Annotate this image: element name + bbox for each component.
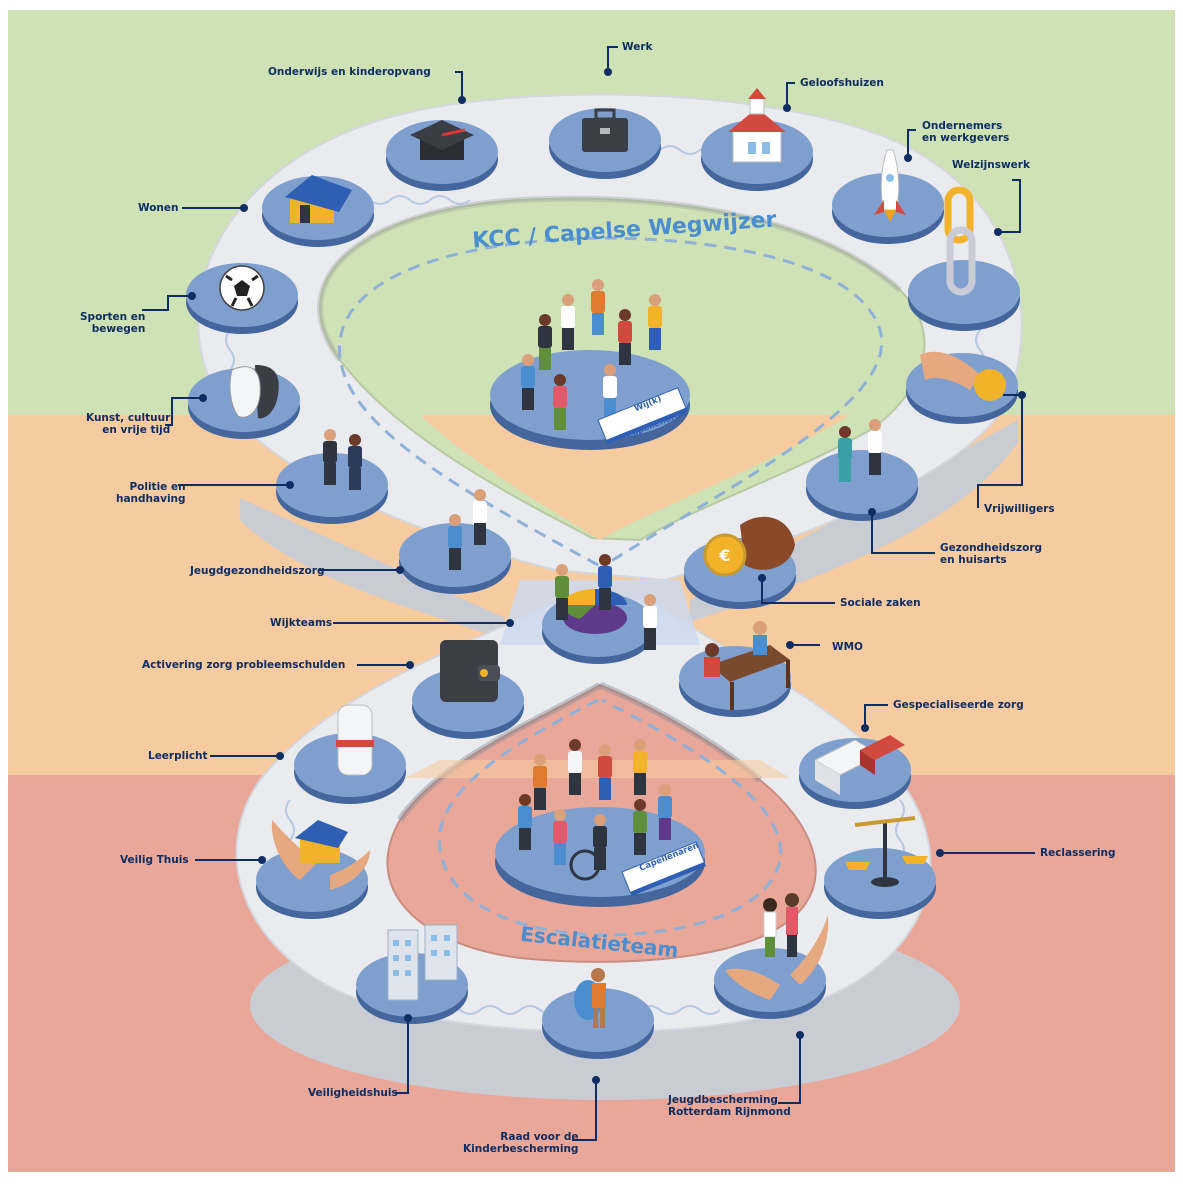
upper-center-sign: [597, 387, 688, 445]
label-ondernemers: Ondernemers en werkgevers: [922, 120, 1010, 144]
person-figure: [555, 564, 569, 620]
label-wonen: Wonen: [138, 202, 179, 214]
meeting-desk-icon: [704, 621, 790, 710]
graduation-cap-icon: [410, 120, 474, 160]
label-wmo: WMO: [832, 641, 863, 653]
person-figure: [618, 309, 632, 365]
person-figure: [553, 374, 567, 430]
puzzle-icon: [813, 735, 905, 795]
label-reclassering: Reclassering: [1040, 847, 1116, 859]
label-kunst: Kunst, cultuur en vrije tijd: [86, 412, 171, 436]
lower-center-sign: [621, 841, 706, 897]
safe-home-hands-icon: [271, 820, 370, 890]
svg-text:€: €: [718, 546, 730, 565]
justice-scales-icon: [845, 816, 928, 887]
label-politie: Politie en handhaving: [116, 481, 186, 505]
label-leerplicht: Leerplicht: [148, 750, 208, 762]
person-figure: [521, 354, 535, 410]
person-figure: [568, 739, 582, 795]
label-gezondheidszorg: Gezondheidszorg en huisarts: [940, 542, 1043, 566]
person-figure: [533, 754, 547, 810]
leader-lines: [142, 46, 1035, 1141]
person-figure: [473, 489, 487, 545]
child-shield-icon: [574, 968, 606, 1028]
person-figure: [838, 426, 852, 482]
label-veiligheidshuis: Veiligheidshuis: [308, 1087, 398, 1099]
label-jeugdgezondheidszorg: Jeugdgezondheidszorg: [190, 565, 325, 577]
label-veilig-thuis: Veilig Thuis: [120, 854, 189, 866]
person-figure: [591, 279, 605, 335]
wheelchair-icon: [569, 849, 601, 881]
diploma-scroll-icon: [336, 704, 374, 776]
label-raad: Raad voor de Kinderbescherming: [463, 1131, 579, 1155]
label-onderwijs: Onderwijs en kinderopvang: [268, 66, 431, 78]
house-icon: [285, 175, 352, 223]
euro-coin-icon: €: [703, 516, 795, 577]
person-figure: [518, 794, 532, 850]
leader-dots: [188, 68, 1026, 1084]
person-figure: [643, 594, 657, 650]
label-wijkteams: Wijkteams: [270, 617, 333, 629]
person-figure: [348, 434, 362, 490]
label-vrijwilligers: Vrijwilligers: [984, 503, 1055, 515]
label-activering: Activering zorg probleemschulden: [142, 659, 346, 671]
label-werk: Werk: [622, 41, 653, 53]
person-figure: [658, 784, 672, 840]
people-figures: [323, 279, 882, 881]
label-sociale-zaken: Sociale zaken: [840, 597, 921, 609]
protection-hands-icon: [725, 893, 829, 1000]
church-icon: [728, 88, 786, 163]
label-welzijnswerk: Welzijnswerk: [952, 159, 1030, 171]
person-figure: [323, 429, 337, 485]
label-sporten: Sporten en bewegen: [80, 311, 146, 335]
disc-gezondheidszorg: [806, 450, 918, 521]
label-geloofshuizen: Geloofshuizen: [800, 77, 884, 89]
dashed-routes: [338, 236, 884, 937]
disc-welzijnswerk: [908, 260, 1020, 331]
wallet-icon: [440, 640, 500, 702]
buildings-icon: [387, 924, 458, 1001]
chain-link-icon: [944, 186, 976, 296]
person-figure: [538, 314, 552, 370]
handshake-icon: [920, 351, 1006, 401]
briefcase-icon: [582, 108, 628, 152]
soccer-ball-icon: [219, 265, 265, 311]
person-figure: [633, 739, 647, 795]
person-figure: [553, 809, 567, 865]
pie-chart-icon: [563, 589, 627, 634]
person-figure: [648, 294, 662, 350]
person-figure: [561, 294, 575, 350]
rocket-icon: [874, 149, 906, 222]
person-figure: [633, 799, 647, 855]
label-gespecialiseerde: Gespecialiseerde zorg: [893, 699, 1024, 711]
person-figure: [598, 744, 612, 800]
theatre-masks-icon: [229, 365, 279, 419]
label-jeugdbescherming: Jeugdbescherming Rotterdam Rijnmond: [668, 1094, 791, 1118]
person-figure: [868, 419, 882, 475]
person-figure: [593, 814, 607, 870]
person-figure: [598, 554, 612, 610]
person-figure: [448, 514, 462, 570]
station-icons: €: [219, 88, 1006, 1028]
